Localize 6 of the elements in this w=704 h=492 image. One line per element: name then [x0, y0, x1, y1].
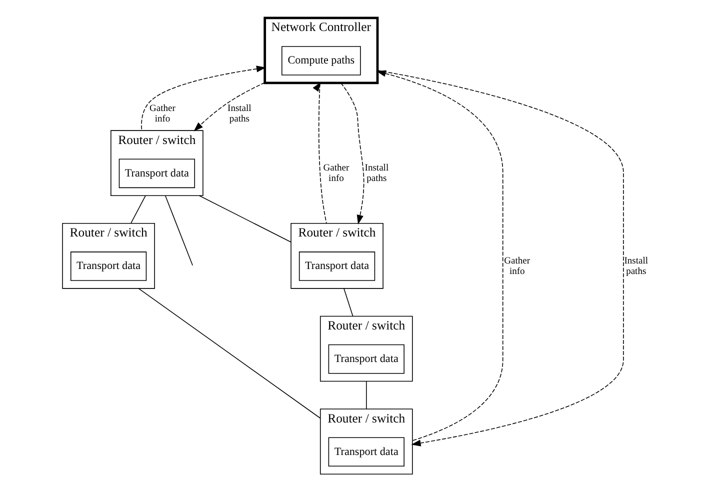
edge-label: Gather info — [504, 256, 530, 277]
edge-label: Gather info — [322, 164, 349, 184]
edge-label: Install paths — [227, 104, 251, 125]
edge-label: Install paths — [364, 164, 388, 184]
edge-label: Gather info — [149, 104, 175, 125]
edge-label: Install paths — [624, 256, 648, 277]
